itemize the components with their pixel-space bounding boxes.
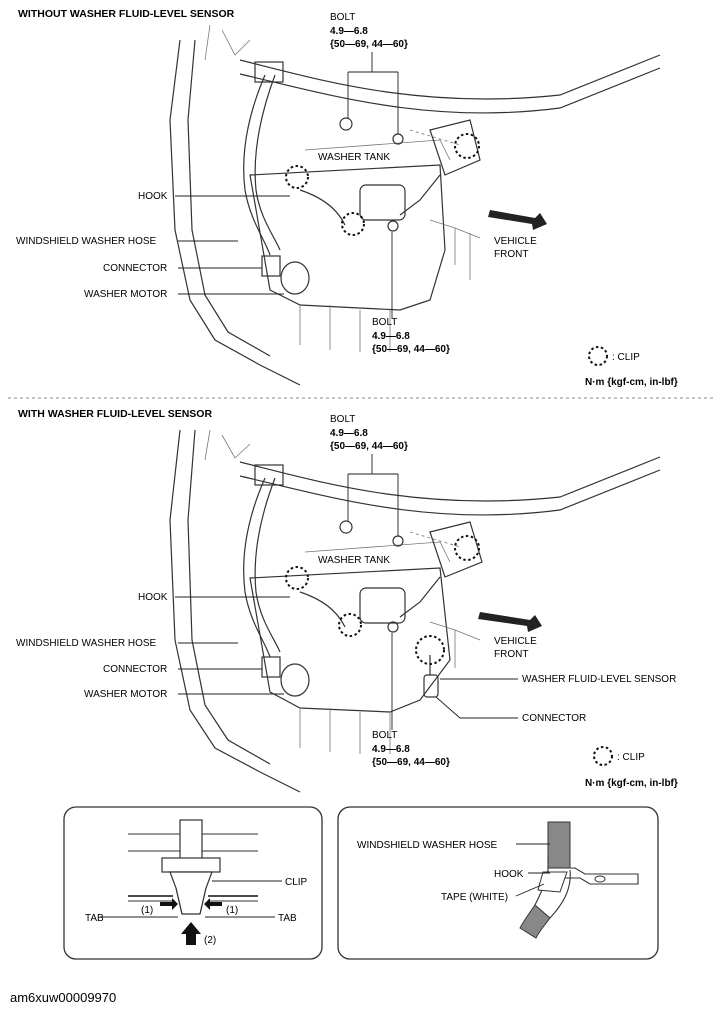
top-illustration <box>169 24 661 386</box>
clip-marker <box>341 212 365 236</box>
bolt-lower-label: BOLT <box>372 317 397 328</box>
tab-right-label: TAB <box>278 913 297 924</box>
vehicle-front-label-3: VEHICLE <box>494 636 537 647</box>
bolt-upper-label: BOLT <box>330 12 355 23</box>
bolt-lower-torque-alt: {50—69, 44—60} <box>372 344 450 355</box>
vehicle-front-label-2: FRONT <box>494 249 528 260</box>
windshield-washer-hose-label-2: WINDSHIELD WASHER HOSE <box>16 638 157 649</box>
figure-id: am6xuw00009970 <box>10 990 116 1005</box>
clip-detail-label: CLIP <box>285 877 308 888</box>
hose-detail-hose-label: WINDSHIELD WASHER HOSE <box>357 840 498 851</box>
clip-detail-box <box>63 806 323 960</box>
step-1-left-label: (1) <box>141 905 153 916</box>
torque-units-label: N·m {kgf-cm, in-lbf} <box>585 377 678 388</box>
bolt-lower-torque-2: 4.9—6.8 <box>372 744 410 755</box>
tab-left-label: TAB <box>85 913 104 924</box>
washer-tank-label-2: WASHER TANK <box>318 555 390 566</box>
washer-tank-label: WASHER TANK <box>318 152 390 163</box>
clip-marker <box>454 133 480 159</box>
bolt-lower-torque: 4.9—6.8 <box>372 331 410 342</box>
clip-marker <box>454 535 480 561</box>
bolt-upper-torque-alt-2: {50—69, 44—60} <box>330 441 408 452</box>
vehicle-front-arrow-top <box>488 210 547 230</box>
clip-legend-label: : CLIP <box>612 352 640 363</box>
bolt-lower-torque-alt-2: {50—69, 44—60} <box>372 757 450 768</box>
vehicle-front-arrow-bottom <box>478 612 542 632</box>
push-arrow-left <box>160 898 178 910</box>
vehicle-front-label: VEHICLE <box>494 236 537 247</box>
clip-marker <box>415 635 445 665</box>
bottom-illustration <box>169 429 661 793</box>
hose-detail-box <box>337 806 659 960</box>
fluid-level-sensor-label: WASHER FLUID-LEVEL SENSOR <box>522 674 676 685</box>
clip-marker <box>285 165 309 189</box>
hose-detail-hook-label: HOOK <box>494 869 524 880</box>
clip-legend-icon-2 <box>593 746 613 766</box>
step-2-label: (2) <box>204 935 216 946</box>
washer-motor-label: WASHER MOTOR <box>84 289 167 300</box>
bolt-upper-torque-alt: {50—69, 44—60} <box>330 39 408 50</box>
torque-units-label-2: N·m {kgf-cm, in-lbf} <box>585 778 678 789</box>
connector-label: CONNECTOR <box>103 263 167 274</box>
sensor-connector-label: CONNECTOR <box>522 713 586 724</box>
step-1-right-label: (1) <box>226 905 238 916</box>
hook-label-2: HOOK <box>138 592 168 603</box>
vehicle-front-label-4: FRONT <box>494 649 528 660</box>
push-arrow-up <box>181 922 201 945</box>
tape-white-label: TAPE (WHITE) <box>441 892 508 903</box>
top-section-title: WITHOUT WASHER FLUID-LEVEL SENSOR <box>18 8 235 20</box>
bolt-upper-label-2: BOLT <box>330 414 355 425</box>
clip-marker <box>338 613 362 637</box>
bolt-upper-torque: 4.9—6.8 <box>330 26 368 37</box>
washer-motor-label-2: WASHER MOTOR <box>84 689 167 700</box>
bottom-section-title: WITH WASHER FLUID-LEVEL SENSOR <box>18 408 212 420</box>
bolt-upper-torque-2: 4.9—6.8 <box>330 428 368 439</box>
connector-label-2: CONNECTOR <box>103 664 167 675</box>
clip-legend-label-2: : CLIP <box>617 752 645 763</box>
clip-legend-icon <box>588 346 608 366</box>
push-arrow-right <box>204 898 222 910</box>
bolt-lower-label-2: BOLT <box>372 730 397 741</box>
windshield-washer-hose-label: WINDSHIELD WASHER HOSE <box>16 236 157 247</box>
clip-marker <box>285 566 309 590</box>
hook-label: HOOK <box>138 191 168 202</box>
